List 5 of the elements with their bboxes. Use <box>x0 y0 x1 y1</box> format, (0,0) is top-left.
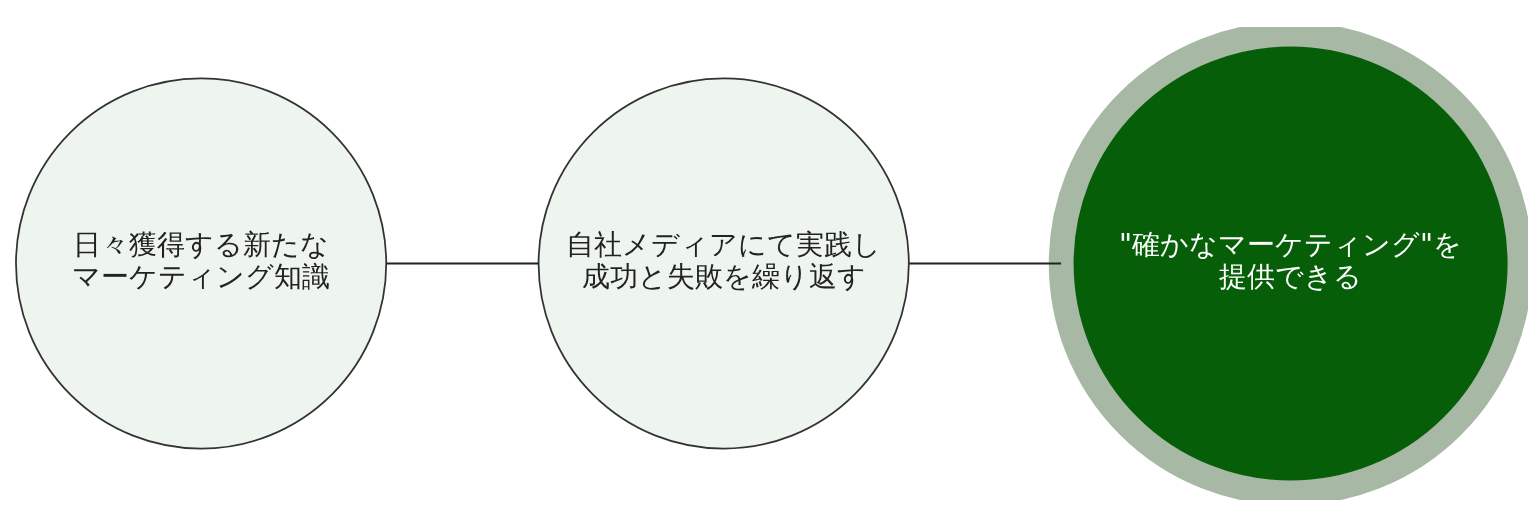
node-circle: 日々獲得する新たなマーケティング知識 <box>15 77 388 449</box>
node-circle: 自社メディアにて実践し成功と失敗を繰り返す <box>537 77 910 449</box>
connector <box>908 262 1062 264</box>
connector <box>385 262 540 264</box>
node-circle: "確かなマーケティング"を提供できる <box>1048 26 1528 500</box>
